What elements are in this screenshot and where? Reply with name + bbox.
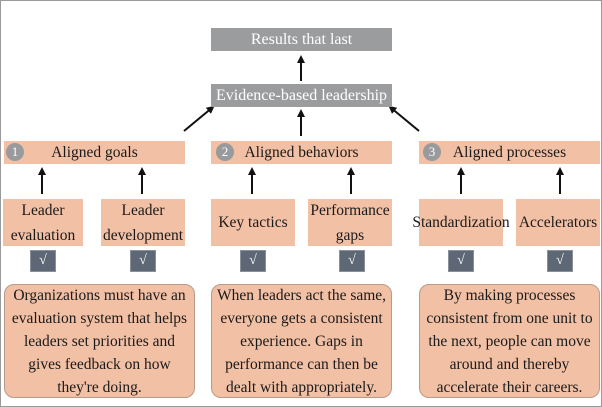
check-accelerators-icon: √ xyxy=(548,251,572,271)
results-box: Results that last xyxy=(211,28,392,51)
check-performance-gaps-icon: √ xyxy=(340,251,364,271)
check-leader-development-icon: √ xyxy=(131,251,155,271)
pillar-3-number-badge: 3 xyxy=(423,143,441,161)
arrow-processes-to-evidence xyxy=(388,105,420,132)
check-standardization-icon: √ xyxy=(449,251,473,271)
item-leader-evaluation: Leader evaluation xyxy=(3,199,83,246)
item-leader-development: Leader development xyxy=(101,199,185,246)
item-key-tactics: Key tactics xyxy=(211,199,295,246)
pillar-1-description: Organizations must have an evaluation sy… xyxy=(4,284,195,398)
pillar-2-title: Aligned behaviors xyxy=(244,144,359,161)
pillar-1-title: Aligned goals xyxy=(51,144,138,161)
pillar-1-number-badge: 1 xyxy=(6,143,24,161)
item-accelerators: Accelerators xyxy=(516,199,600,246)
pillar-2-description: When leaders act the same, everyone gets… xyxy=(211,284,392,398)
evidence-box: Evidence-based leadership xyxy=(211,84,392,107)
pillar-3-header: Aligned processes xyxy=(419,141,600,164)
item-standardization: Standardization xyxy=(412,199,510,246)
check-key-tactics-icon: √ xyxy=(241,251,265,271)
pillar-2-number-badge: 2 xyxy=(216,143,234,161)
check-leader-evaluation-icon: √ xyxy=(31,251,55,271)
pillar-3-description: By making processes consistent from one … xyxy=(419,284,600,398)
pillar-3-title: Aligned processes xyxy=(452,144,567,161)
pillar-2-header: Aligned behaviors xyxy=(211,141,392,164)
item-performance-gaps: Performance gaps xyxy=(308,199,392,246)
arrow-goals-to-evidence xyxy=(183,105,215,132)
pillar-1-header: Aligned goals xyxy=(4,141,185,164)
